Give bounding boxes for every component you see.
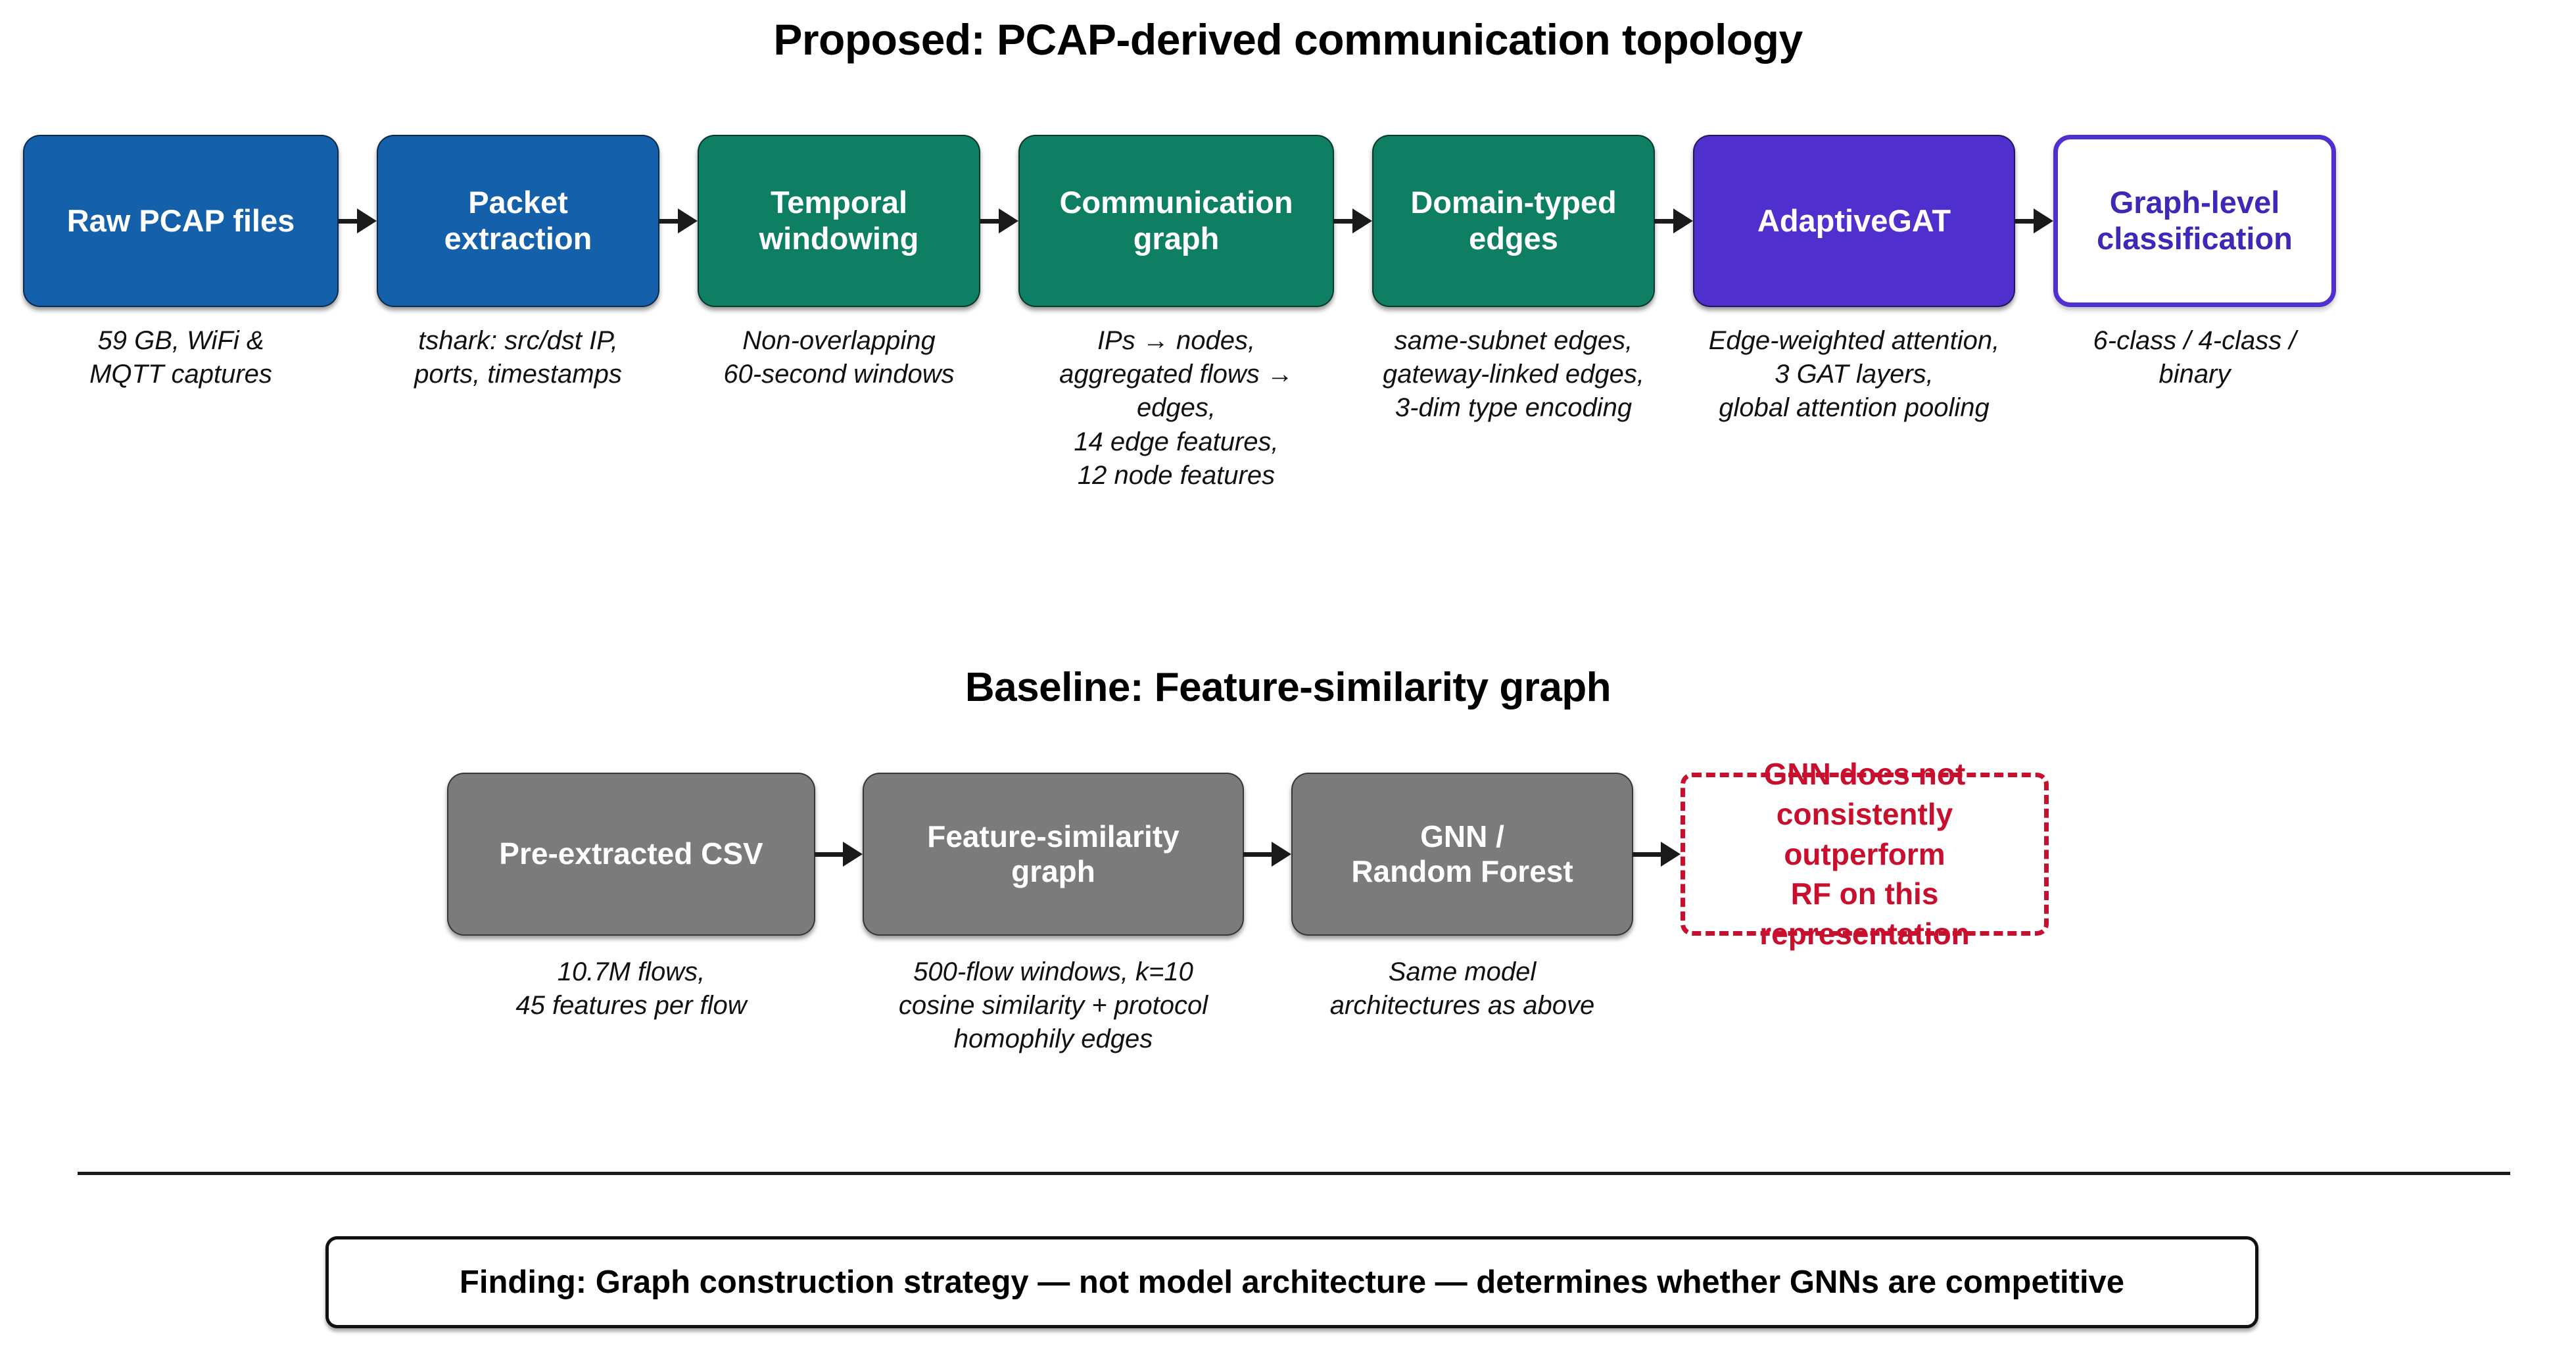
- stage-caption: same-subnet edges, gateway-linked edges,…: [1382, 326, 1645, 423]
- finding-callout-box: Finding: Graph construction strategy — n…: [325, 1236, 2258, 1328]
- arrow-head: [356, 208, 377, 233]
- arrow-head: [1271, 842, 1291, 867]
- flow-arrow-icon: [2014, 135, 2053, 307]
- stage-box-label: Graph-level classification: [2097, 185, 2293, 256]
- stage-box: Pre-extracted CSV: [447, 773, 815, 936]
- flow-arrow-icon: [1243, 773, 1291, 936]
- flow-arrow-icon: [1632, 773, 1681, 936]
- stage-caption: Non-overlapping 60-second windows: [723, 326, 955, 389]
- baseline-pipeline-row: Pre-extracted CSV 10.7M flows, 45 feature…: [447, 757, 2170, 1057]
- flow-arrow-icon: [1654, 135, 1693, 307]
- pipeline-stage: GNN does not consistently outperform RF …: [1681, 757, 2049, 951]
- arrow-head: [1352, 208, 1372, 233]
- arrow-head: [677, 208, 698, 233]
- arrow-shaft: [1333, 218, 1354, 224]
- pipeline-stage: AdaptiveGAT Edge-weighted attention, 3 GA…: [1693, 135, 2015, 425]
- stage-box-label: Packet extraction: [444, 185, 592, 256]
- finding-text: Finding: Graph construction strategy — n…: [459, 1264, 2125, 1300]
- baseline-section-title: Baseline: Feature-similarity graph: [965, 665, 1611, 710]
- stage-caption: IPs → nodes, aggregated flows → edges, 1…: [1059, 326, 1293, 490]
- stage-box: Packet extraction: [377, 135, 659, 307]
- stage-caption: Edge-weighted attention, 3 GAT layers, g…: [1708, 326, 2000, 423]
- stage-box: Temporal windowing: [698, 135, 980, 307]
- stage-box-label: Temporal windowing: [759, 185, 919, 256]
- flow-arrow-icon: [658, 135, 698, 307]
- stage-box-label: Raw PCAP files: [66, 203, 295, 238]
- arrow-head: [1673, 208, 1693, 233]
- arrow-head: [2033, 208, 2053, 233]
- pipeline-stage: Domain-typed edges same-subnet edges, gat…: [1372, 135, 1655, 425]
- pipeline-stage: Pre-extracted CSV 10.7M flows, 45 feature…: [447, 773, 815, 1022]
- flow-arrow-icon: [1333, 135, 1372, 307]
- stage-box: AdaptiveGAT: [1693, 135, 2015, 307]
- stage-box: Raw PCAP files: [23, 135, 339, 307]
- arrow-shaft: [1632, 852, 1663, 857]
- proposed-section-title: Proposed: PCAP-derived communication top…: [773, 15, 1803, 64]
- stage-box-label: AdaptiveGAT: [1757, 203, 1951, 238]
- stage-caption: tshark: src/dst IP, ports, timestamps: [414, 326, 622, 389]
- arrow-shaft: [814, 852, 845, 857]
- stage-box-label: Communication graph: [1059, 185, 1293, 256]
- pipeline-stage: Packet extraction tshark: src/dst IP, por…: [377, 135, 659, 391]
- flow-arrow-icon: [814, 773, 863, 936]
- arrow-head: [998, 208, 1018, 233]
- flow-arrow-icon: [979, 135, 1018, 307]
- arrow-shaft: [658, 218, 680, 224]
- stage-box-label: Pre-extracted CSV: [499, 836, 763, 871]
- stage-caption: 10.7M flows, 45 features per flow: [515, 957, 747, 1021]
- pipeline-stage: Graph-level classification 6-class / 4-cl…: [2053, 135, 2336, 391]
- arrow-shaft: [1654, 218, 1675, 224]
- stage-caption: 500-flow windows, k=10 cosine similarity…: [898, 957, 1208, 1054]
- arrow-shaft: [1243, 852, 1274, 857]
- stage-box-label: Feature-similarity graph: [927, 819, 1180, 888]
- arrow-shaft: [337, 218, 359, 224]
- stage-box: GNN does not consistently outperform RF …: [1681, 757, 2049, 951]
- flow-arrow-icon: [337, 135, 377, 307]
- horizontal-divider: [78, 1172, 2510, 1175]
- stage-caption: Same model architectures as above: [1329, 957, 1595, 1021]
- stage-caption: 6-class / 4-class / binary: [2093, 326, 2297, 389]
- stage-box: Communication graph: [1018, 135, 1334, 307]
- proposed-pipeline-row: Raw PCAP files 59 GB, WiFi & MQTT capture…: [23, 135, 2554, 493]
- stage-box: Graph-level classification: [2053, 135, 2336, 307]
- stage-box-label: GNN / Random Forest: [1351, 819, 1573, 888]
- stage-box: Domain-typed edges: [1372, 135, 1655, 307]
- arrow-shaft: [2014, 218, 2036, 224]
- stage-caption: 59 GB, WiFi & MQTT captures: [89, 326, 272, 389]
- stage-box-label: GNN does not consistently outperform RF …: [1759, 757, 1970, 951]
- arrow-head: [842, 842, 863, 867]
- stage-box-label: Domain-typed edges: [1410, 185, 1617, 256]
- arrow-shaft: [979, 218, 1001, 224]
- arrow-head: [1660, 842, 1681, 867]
- stage-box: GNN / Random Forest: [1291, 773, 1633, 936]
- pipeline-stage: Raw PCAP files 59 GB, WiFi & MQTT capture…: [23, 135, 339, 391]
- pipeline-stage: Feature-similarity graph 500-flow windows…: [863, 773, 1244, 1057]
- stage-box: Feature-similarity graph: [863, 773, 1244, 936]
